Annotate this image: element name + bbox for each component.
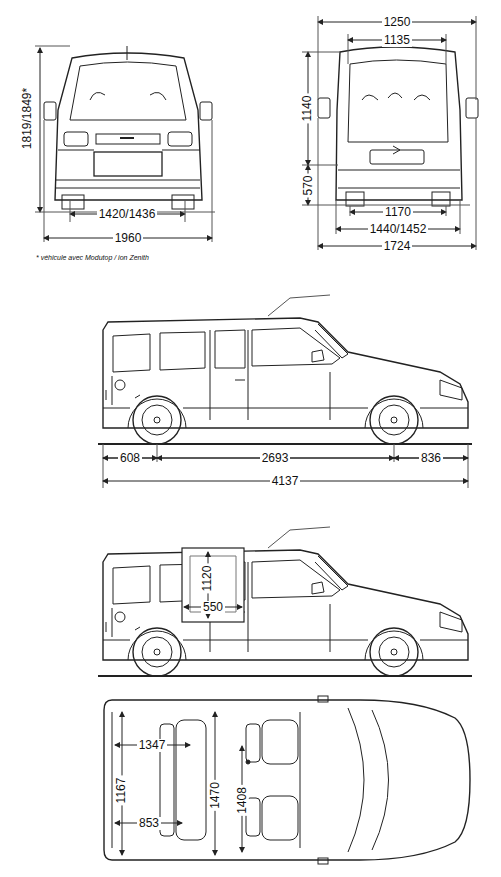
dimension-label: 1167 xyxy=(116,775,129,805)
dimension-label: 1420/1436 xyxy=(97,208,158,221)
dimension-label: 1140 xyxy=(302,93,315,123)
dimension-label: 1408 xyxy=(235,785,248,816)
footnote: * véhicule avec Modutop / ion Zenith xyxy=(36,254,149,262)
dimension-label: 836 xyxy=(419,452,443,465)
dimension-label: 4137 xyxy=(270,475,301,488)
dimension-label: 608 xyxy=(118,452,142,465)
dimension-label: 1960 xyxy=(113,232,144,245)
dimension-label: 550 xyxy=(201,601,225,614)
dimension-label: 1170 xyxy=(383,206,413,219)
dimension-label: 2693 xyxy=(260,452,291,465)
dimension-label: 1250 xyxy=(382,16,413,29)
dimension-label: 853 xyxy=(137,817,161,830)
dimension-label: 1470 xyxy=(208,780,221,811)
dimension-label: 1724 xyxy=(382,240,413,253)
dimension-label: 570 xyxy=(302,173,315,197)
dimension-label: 1135 xyxy=(382,34,412,47)
dimension-label: 1347 xyxy=(137,739,168,752)
dimension-label: 1120 xyxy=(202,563,215,593)
dimension-label: 1819/1849* xyxy=(22,85,35,150)
dimension-label: 1440/1452 xyxy=(368,223,429,236)
